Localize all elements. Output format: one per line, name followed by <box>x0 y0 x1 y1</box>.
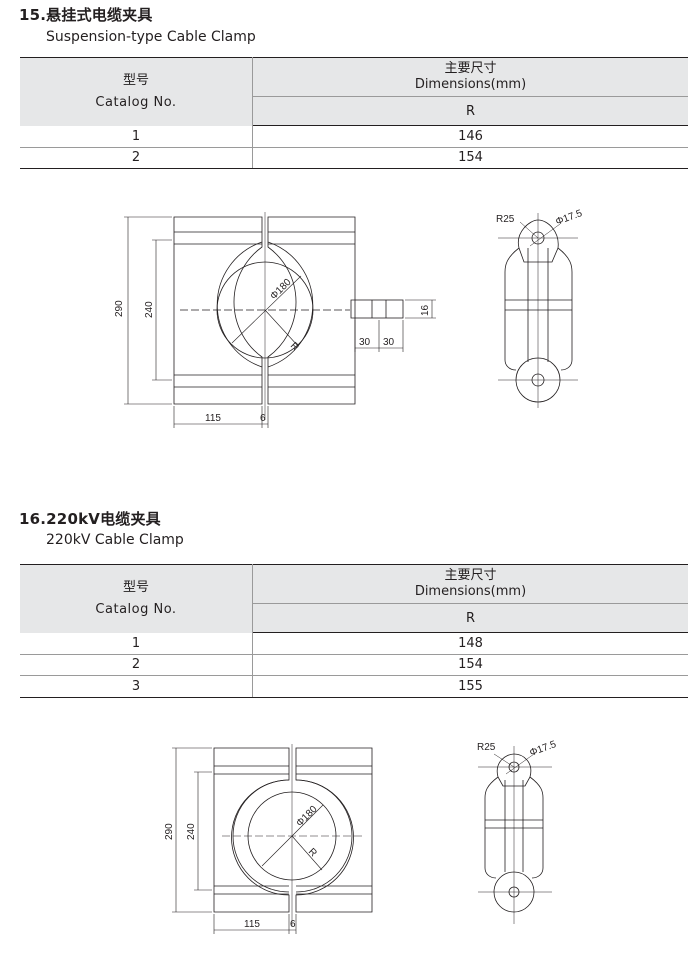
clamp-body-left <box>213 747 290 913</box>
clamp-body-left <box>173 216 263 405</box>
dim-115: 115 <box>205 413 221 424</box>
param-header-r: R <box>252 96 688 126</box>
section-16-table: 型号 Catalog No. 主要尺寸 Dimensions(mm) R 1 1… <box>20 564 688 698</box>
dimensions-header-en: Dimensions(mm) <box>414 584 527 599</box>
dimensions-header-en: Dimensions(mm) <box>414 77 527 92</box>
table-cell-no: 3 <box>20 675 253 698</box>
side-phi: Φ17.5 <box>554 208 584 228</box>
dimensions-header-cn: 主要尺寸 <box>444 61 497 76</box>
section-15-subtitle: Suspension-type Cable Clamp <box>46 29 256 45</box>
dim-16: 16 <box>420 304 431 316</box>
dimensions-header: 主要尺寸 Dimensions(mm) <box>252 57 688 97</box>
catalog-header: 型号 Catalog No. <box>20 57 253 126</box>
table-cell-no: 1 <box>20 125 253 148</box>
clamp-ring-outer-left <box>216 241 263 368</box>
section-15-table: 型号 Catalog No. 主要尺寸 Dimensions(mm) R 1 1… <box>20 57 688 169</box>
dim-240: 240 <box>144 301 155 318</box>
dim-30b: 30 <box>383 337 395 348</box>
side-phi: Φ17.5 <box>528 739 558 759</box>
section-16-subtitle: 220kV Cable Clamp <box>46 532 184 548</box>
table-cell-no: 2 <box>20 654 253 676</box>
dim-phi180: Φ180 <box>268 277 294 303</box>
catalog-header-en: Catalog No. <box>95 94 177 110</box>
section-15-title: 15.悬挂式电缆夹具 <box>19 6 153 24</box>
section-16-drawing: 290 240 115 6 Φ180 R R25 Φ17.5 <box>164 739 558 934</box>
clamp-body-right <box>295 747 373 913</box>
catalog-header-cn: 型号 <box>122 579 149 595</box>
section-16-title: 16.220kV电缆夹具 <box>19 510 161 528</box>
dim-6: 6 <box>290 919 296 930</box>
dim-290: 290 <box>164 823 175 840</box>
table-cell-r: 146 <box>252 125 688 148</box>
table-cell-no: 1 <box>20 632 253 655</box>
dim-phi180: Φ180 <box>294 804 320 830</box>
catalog-header-cn: 型号 <box>122 72 149 88</box>
dim-r: R <box>306 846 319 859</box>
dim-30a: 30 <box>359 337 371 348</box>
dimensions-header: 主要尺寸 Dimensions(mm) <box>252 564 688 604</box>
dim-240: 240 <box>186 823 197 840</box>
dim-115: 115 <box>244 919 260 930</box>
table-cell-r: 155 <box>252 675 688 698</box>
table-cell-r: 154 <box>252 147 688 169</box>
section-15-drawing: 290 240 115 6 Φ180 R 30 30 16 R25 Φ17.5 <box>114 208 584 428</box>
catalog-header-en: Catalog No. <box>95 601 177 617</box>
table-cell-r: 154 <box>252 654 688 676</box>
catalog-header: 型号 Catalog No. <box>20 564 253 633</box>
param-header-r: R <box>252 603 688 633</box>
section-15-side-view <box>504 219 573 403</box>
table-cell-r: 148 <box>252 632 688 655</box>
side-r25: R25 <box>477 742 496 753</box>
dim-290: 290 <box>114 300 125 317</box>
bolt-head <box>354 299 404 319</box>
dim-6: 6 <box>260 413 266 424</box>
table-cell-no: 2 <box>20 147 253 169</box>
dimensions-header-cn: 主要尺寸 <box>444 568 497 583</box>
side-r25: R25 <box>496 214 515 225</box>
clamp-body-right <box>267 216 356 405</box>
